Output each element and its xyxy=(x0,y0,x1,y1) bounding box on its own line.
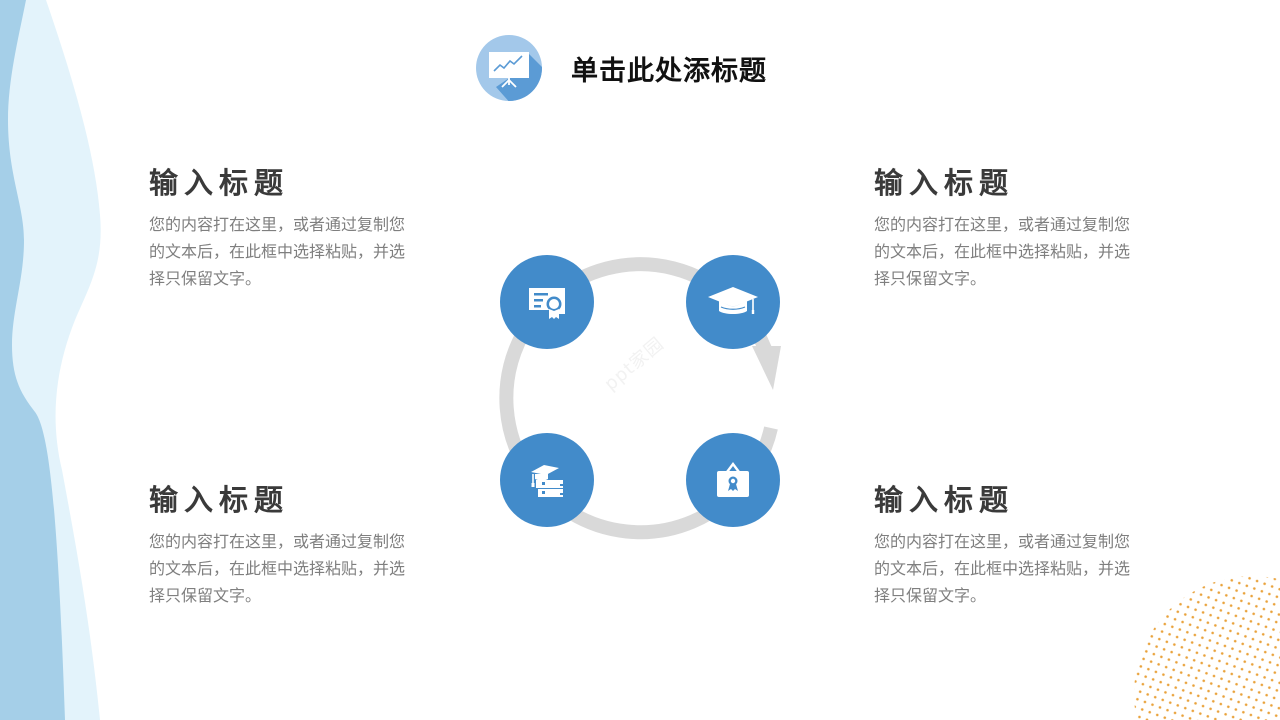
text-block-bottom-left: 输入标题 您的内容打在这里，或者通过复制您的文本后，在此框中选择粘贴，并选择只保… xyxy=(149,482,429,609)
cycle-node-books[interactable] xyxy=(500,433,594,527)
text-block-top-left: 输入标题 您的内容打在这里，或者通过复制您的文本后，在此框中选择粘贴，并选择只保… xyxy=(149,165,429,292)
graduation-cap-icon xyxy=(708,287,758,314)
dotted-circle xyxy=(1134,576,1280,720)
arrow-head-icon xyxy=(752,346,781,390)
cycle-node-certificate[interactable] xyxy=(500,255,594,349)
block-title[interactable]: 输入标题 xyxy=(149,166,290,200)
block-body[interactable]: 您的内容打在这里，或者通过复制您的文本后，在此框中选择粘贴，并选择只保留文字。 xyxy=(874,215,1131,288)
certificate-icon xyxy=(529,288,565,319)
cycle-node-award[interactable] xyxy=(686,433,780,527)
block-body[interactable]: 您的内容打在这里，或者通过复制您的文本后，在此框中选择粘贴，并选择只保留文字。 xyxy=(874,532,1131,605)
block-title[interactable]: 输入标题 xyxy=(874,483,1015,517)
text-block-bottom-right: 输入标题 您的内容打在这里，或者通过复制您的文本后，在此框中选择粘贴，并选择只保… xyxy=(874,482,1154,609)
header: 单击此处添标题 xyxy=(476,35,767,101)
wave-dark xyxy=(0,0,65,720)
cycle-arc xyxy=(499,257,778,540)
award-bag-icon xyxy=(717,462,749,497)
block-body[interactable]: 您的内容打在这里，或者通过复制您的文本后，在此框中选择粘贴，并选择只保留文字。 xyxy=(149,215,406,288)
presentation-chart-icon xyxy=(476,35,542,101)
text-block-top-right: 输入标题 您的内容打在这里，或者通过复制您的文本后，在此框中选择粘贴，并选择只保… xyxy=(874,165,1154,292)
page-title[interactable]: 单击此处添标题 xyxy=(571,55,767,87)
block-title[interactable]: 输入标题 xyxy=(149,483,290,517)
block-title[interactable]: 输入标题 xyxy=(874,166,1015,200)
cycle-ring xyxy=(499,257,781,540)
cycle-node-graduation[interactable] xyxy=(686,255,780,349)
block-body[interactable]: 您的内容打在这里，或者通过复制您的文本后，在此框中选择粘贴，并选择只保留文字。 xyxy=(149,532,406,605)
books-graduation-icon xyxy=(531,465,563,497)
